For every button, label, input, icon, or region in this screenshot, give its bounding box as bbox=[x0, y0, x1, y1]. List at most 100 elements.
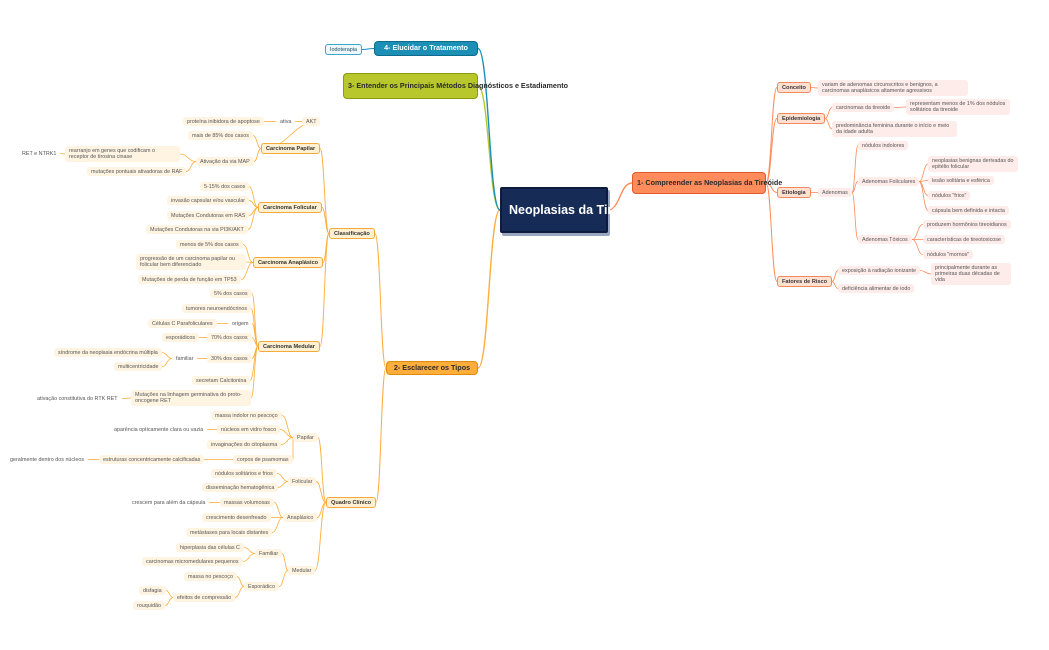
qc-invaginacoes[interactable]: invaginações do citoplasma bbox=[207, 440, 282, 450]
akt-node[interactable]: AKT bbox=[302, 117, 321, 127]
qc-rouquidao[interactable]: rouquidão bbox=[133, 601, 165, 611]
folicular-item-4[interactable]: Mutações Condutoras na via PI3K/AKT bbox=[146, 225, 248, 235]
qc-crescimento[interactable]: crescimento desenfreado bbox=[202, 513, 271, 523]
qc-hiperplasia[interactable]: hiperplasia das células C bbox=[176, 543, 244, 553]
branch-3-metodos[interactable]: 3- Entender os Principais Métodos Diagnó… bbox=[343, 73, 568, 99]
nodulos-indolores-node[interactable]: nódulos indolores bbox=[858, 141, 909, 151]
qc-crescem[interactable]: crescem para além da cápsula bbox=[132, 499, 206, 506]
foliculares-item-1[interactable]: neoplasias benignas derivadas do epitéli… bbox=[928, 156, 1018, 172]
conceito-text[interactable]: variam de adenomas circunscritos e benig… bbox=[818, 80, 968, 96]
edge-qc-papilar-node-qc-massa-indolor bbox=[281, 415, 294, 438]
radiacao-detail[interactable]: principalmente durante as primeiras duas… bbox=[931, 263, 1011, 286]
carcinoma-medular-node[interactable]: Carcinoma Medular bbox=[258, 341, 320, 353]
carcinomas-tireoide-node[interactable]: carcinomas da tireoide bbox=[832, 103, 895, 113]
qc-geralmente[interactable]: geralmente dentro dos núcleos bbox=[10, 456, 85, 463]
qc-nucleos[interactable]: núcleos em vidro fosco bbox=[217, 425, 281, 435]
carcinoma-papilar-node[interactable]: Carcinoma Papilar bbox=[261, 143, 321, 155]
qc-folicular-item-2[interactable]: disseminação hematogênica bbox=[202, 483, 279, 493]
sindrome-node[interactable]: síndrome da neoplasia endócrina múltipla bbox=[54, 348, 162, 358]
edge-branch-4-tratamento-iodoterapia-node bbox=[361, 48, 375, 50]
qc-aparencia[interactable]: aparência opticamente clara ou vazia bbox=[114, 426, 204, 433]
mutacoes-ret-node[interactable]: Mutações na linhagem germinativa do prot… bbox=[131, 390, 251, 406]
via-map-node[interactable]: Ativação da via MAP bbox=[196, 157, 254, 167]
qc-anaplasico-node[interactable]: Anaplásico bbox=[283, 513, 318, 523]
anaplasico-item-3[interactable]: Mutações de perda de função em TP53 bbox=[138, 275, 241, 285]
branch-2-tipos[interactable]: 2- Esclarecer os Tipos bbox=[386, 361, 478, 375]
branch-4-tratamento[interactable]: 4- Elucidar o Tratamento bbox=[374, 41, 478, 56]
radiacao-node[interactable]: exposição à radiação ionizante bbox=[838, 266, 921, 276]
adenomas-toxicos-node[interactable]: Adenomas Tóxicos bbox=[858, 235, 912, 245]
carcinoma-folicular-node[interactable]: Carcinoma Folicular bbox=[258, 202, 322, 214]
mais85-node[interactable]: mais de 85% dos casos bbox=[188, 131, 253, 141]
toxicos-item-1[interactable]: produzem hormônios tireoidianos bbox=[923, 220, 1011, 230]
quadro-clinico-node[interactable]: Quadro Clínico bbox=[326, 497, 377, 509]
qc-medular-node[interactable]: Medular bbox=[288, 566, 316, 576]
toxicos-item-3[interactable]: nódulos "mornos" bbox=[923, 250, 974, 260]
edge-root-topic-branch-2-tipos bbox=[477, 209, 501, 369]
celulas-c-node[interactable]: Células C Parafoliculares bbox=[148, 319, 217, 329]
etiologia-node[interactable]: Etiologia bbox=[777, 187, 811, 199]
conceito-node[interactable]: Conceito bbox=[777, 82, 811, 94]
medular-5-casos[interactable]: 5% dos casos bbox=[210, 289, 252, 299]
edge-carcinomas-tireoide-node-carcinomas-detail bbox=[893, 106, 907, 108]
raf-node[interactable]: mutações pontuais ativadoras de RAF bbox=[87, 167, 187, 177]
edge-carcinoma-anaplasico-node-anaplasico-item-1 bbox=[242, 244, 254, 263]
adenomas-foliculares-node[interactable]: Adenomas Foliculares bbox=[858, 177, 920, 187]
edge-classificacao-node-carcinoma-papilar-node bbox=[319, 148, 330, 234]
familiar-label: familiar bbox=[176, 355, 194, 362]
edge-mutacoes-ret-node-ativacao-ret-node bbox=[121, 397, 132, 399]
edge-branch-1-compreender-epidemiologia-node bbox=[765, 118, 778, 184]
carcinomas-detail[interactable]: representam menos de 1% dos nódulos soli… bbox=[906, 99, 1010, 115]
classificacao-node[interactable]: Classificação bbox=[329, 228, 375, 240]
qc-esporadico-node[interactable]: Esporádico bbox=[244, 582, 279, 592]
multicentricidade-node[interactable]: multicentricidade bbox=[114, 362, 163, 372]
toxicos-item-2[interactable]: características de tireotoxicose bbox=[923, 235, 1006, 245]
foliculares-item-2[interactable]: lesão solitária e esférica bbox=[928, 176, 994, 186]
edge-epidemiologia-node-predominancia-node bbox=[824, 118, 833, 130]
iodo-node[interactable]: deficiência alimentar de iodo bbox=[838, 284, 915, 294]
ativacao-ret-node[interactable]: ativação constitutiva do RTK RET bbox=[37, 395, 118, 402]
qc-folicular-node[interactable]: Folicular bbox=[288, 477, 317, 487]
qc-metastases[interactable]: metástases para locais distantes bbox=[186, 528, 273, 538]
qc-familiar-node[interactable]: Familiar bbox=[255, 549, 283, 559]
folicular-item-3[interactable]: Mutações Condutoras em RAS bbox=[167, 211, 250, 221]
folicular-item-1[interactable]: 5-15% dos casos bbox=[200, 182, 250, 192]
anaplasico-item-2[interactable]: progressão de um carcinoma papilar ou fo… bbox=[136, 254, 246, 270]
qc-estruturas[interactable]: estruturas concentricamente calcificadas bbox=[99, 455, 205, 465]
folicular-item-2[interactable]: invasão capsular e/ou vascular bbox=[167, 196, 250, 206]
predominancia-node[interactable]: predominância feminina durante o início … bbox=[832, 121, 957, 137]
edge-qc-folicular-node-qc-folicular-item-1 bbox=[276, 473, 289, 482]
qc-disfagia[interactable]: disfagia bbox=[139, 586, 166, 596]
qc-micromedulares[interactable]: carcinomas micromedulares pequenos bbox=[142, 557, 243, 567]
branch-1-compreender[interactable]: 1- Compreender as Neoplasias da Tireóide bbox=[632, 172, 782, 194]
ret-ntrk1-node[interactable]: RET e NTRK1 bbox=[22, 150, 57, 157]
qc-massas-volumosas[interactable]: massas volumosas bbox=[220, 498, 274, 508]
edge-qc-familiar-node-qc-hiperplasia bbox=[243, 547, 256, 554]
edge-root-topic-branch-3-metodos bbox=[477, 85, 501, 211]
iodoterapia-node[interactable]: Iodoterapia bbox=[325, 44, 362, 56]
medular-30-casos[interactable]: 30% dos casos bbox=[207, 354, 252, 364]
edge-qc-esporadico-node-qc-efeitos bbox=[234, 586, 245, 598]
epidemiologia-node[interactable]: Epidemiologia bbox=[777, 113, 826, 125]
anaplasico-item-1[interactable]: menos de 5% dos casos bbox=[176, 240, 243, 250]
rearranjo-node[interactable]: rearranjo em genes que codificam o recep… bbox=[65, 146, 180, 162]
qc-massa-pescoco[interactable]: massa no pescoço bbox=[184, 572, 237, 582]
medular-70-casos[interactable]: 70% dos casos bbox=[207, 333, 252, 343]
esporadicos-node[interactable]: esporádicos bbox=[162, 333, 200, 343]
qc-massa-indolor[interactable]: massa indolor no pescoço bbox=[211, 411, 282, 421]
adenomas-node[interactable]: Adenomas bbox=[818, 188, 852, 198]
qc-corpos[interactable]: corpos de psamomas bbox=[233, 455, 293, 465]
foliculares-item-4[interactable]: cápsula bem definida e intacta bbox=[928, 206, 1009, 216]
qc-folicular-item-1[interactable]: nódulos solitários e frios bbox=[211, 469, 277, 479]
qc-efeitos[interactable]: efeitos de compressão bbox=[173, 593, 236, 603]
proteina-node[interactable]: proteína inibidora de apoptose bbox=[183, 117, 264, 127]
root-topic[interactable]: Neoplasias da Tireóide bbox=[500, 187, 645, 233]
ativa-label: ativa bbox=[280, 118, 292, 125]
tumores-node[interactable]: tumores neuroendócrinos bbox=[182, 304, 252, 314]
qc-papilar-node[interactable]: Papilar bbox=[293, 433, 318, 443]
fatores-risco-node[interactable]: Fatores de Risco bbox=[777, 276, 833, 288]
foliculares-item-3[interactable]: nódulos "frios" bbox=[928, 191, 971, 201]
edge-carcinoma-papilar-node-via-map-node bbox=[253, 148, 262, 162]
calcitonina-node[interactable]: secretam Calcitonina bbox=[192, 376, 251, 386]
carcinoma-anaplasico-node[interactable]: Carcinoma Anaplásico bbox=[253, 257, 324, 269]
